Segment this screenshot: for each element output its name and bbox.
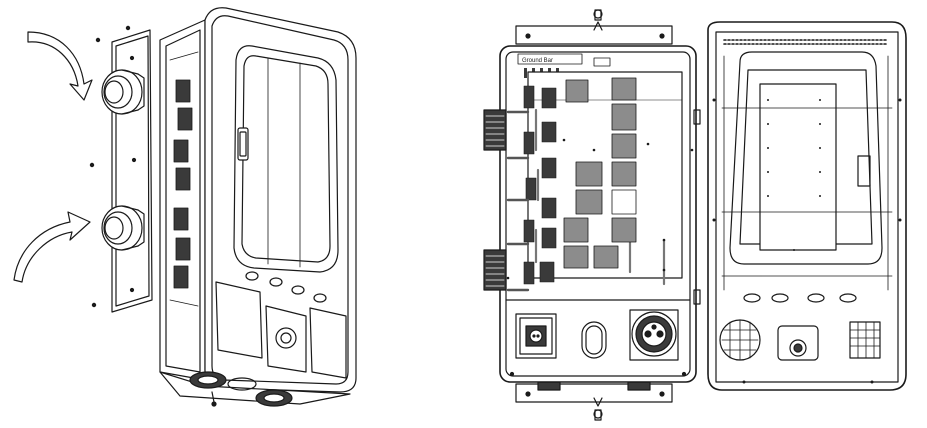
left-exploded-view xyxy=(13,7,357,407)
socket-cover-right xyxy=(309,307,347,379)
opened-door xyxy=(707,21,907,391)
center-gland xyxy=(265,305,307,373)
relay-modules xyxy=(563,77,637,269)
panel-screws xyxy=(506,138,694,280)
ground-bar-label: Ground Bar xyxy=(522,58,553,64)
lower-curved-arrow xyxy=(13,211,91,283)
socket-cover-left xyxy=(215,281,263,359)
door-led-openings xyxy=(743,293,857,303)
door-center-gland xyxy=(777,325,819,361)
door-vent xyxy=(723,39,887,45)
upper-curved-arrow xyxy=(27,31,93,101)
bottom-cable-glands xyxy=(159,371,351,407)
upper-conduit-fitting xyxy=(101,69,145,115)
door-left-grille xyxy=(719,319,761,361)
cover-window xyxy=(233,45,339,273)
round-power-socket xyxy=(629,309,679,361)
right-open-view: Ground Bar xyxy=(483,9,907,421)
bottom-mounting-bracket xyxy=(515,379,673,421)
side-terminal-blocks xyxy=(173,79,193,289)
lower-conduit-fitting xyxy=(101,205,145,251)
door-right-grille xyxy=(849,321,881,359)
indicator-leds xyxy=(245,271,327,303)
door-hinges xyxy=(693,109,701,305)
center-knockout xyxy=(581,321,607,359)
left-side-glands xyxy=(483,109,507,291)
bottom-socket-compartment xyxy=(505,299,691,377)
terminal-block-column xyxy=(506,85,666,292)
top-mounting-bracket xyxy=(515,9,673,45)
enclosure-side-wall xyxy=(159,19,206,381)
enclosure-front-cover xyxy=(204,7,357,393)
